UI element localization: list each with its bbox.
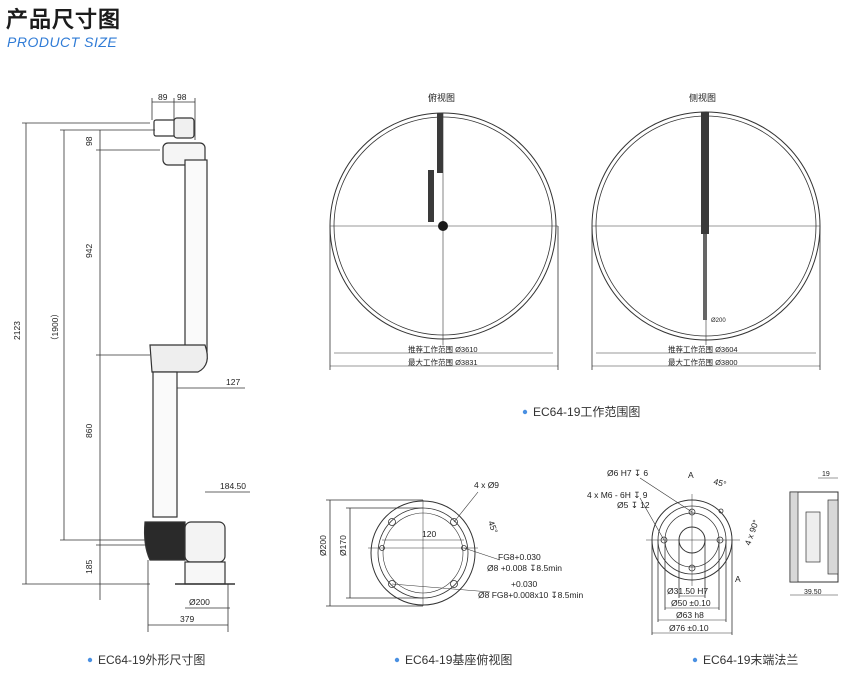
work-range-caption: EC64-19工作范围图 bbox=[533, 405, 640, 419]
base-top-view-drawing bbox=[326, 491, 501, 607]
dim-185: 185 bbox=[84, 560, 94, 574]
bullet-work bbox=[522, 409, 528, 415]
base-span: 120 bbox=[422, 529, 436, 539]
bullet-base bbox=[394, 657, 400, 663]
base-fit1b: Ø8 +0.008 ↧8.5min bbox=[487, 563, 562, 573]
dim-127: 127 bbox=[226, 377, 240, 387]
flange-front-drawing bbox=[639, 477, 740, 635]
base-caption: EC64-19基座俯视图 bbox=[405, 652, 512, 667]
dim-98-top: 98 bbox=[177, 92, 187, 102]
page-subtitle: PRODUCT SIZE bbox=[7, 34, 118, 50]
robot-outline-drawing bbox=[22, 98, 250, 632]
dim-379: 379 bbox=[180, 614, 194, 624]
side-view-max-range: 最大工作范围 Ø3800 bbox=[668, 357, 738, 367]
flange-d2: Ø50 ±0.10 bbox=[671, 598, 711, 608]
flange-angle: 45° bbox=[712, 476, 727, 489]
dim-184-50: 184.50 bbox=[220, 481, 246, 491]
flange-h7: Ø6 H7 ↧ 6 bbox=[607, 468, 648, 478]
base-fit2a: +0.030 bbox=[511, 579, 538, 589]
flange-d3: Ø63 h8 bbox=[676, 610, 704, 620]
flange-pcd: 4 x 90° bbox=[742, 518, 760, 546]
top-view-title: 俯视图 bbox=[428, 92, 455, 103]
flange-d1: Ø31.50 H7 bbox=[667, 586, 708, 596]
dim-942: 942 bbox=[84, 244, 94, 258]
top-view-max-range: 最大工作范围 Ø3831 bbox=[408, 357, 478, 367]
flange-caption: EC64-19末端法兰 bbox=[703, 653, 798, 667]
base-holes: 4 x Ø9 bbox=[474, 480, 499, 490]
dim-1900: （1900） bbox=[50, 309, 60, 345]
base-angle: 45° bbox=[486, 519, 500, 535]
flange-d4: Ø76 ±0.10 bbox=[669, 623, 709, 633]
base-inner-dia: Ø170 bbox=[338, 535, 348, 556]
bullet-flange bbox=[692, 657, 698, 663]
flange-d5: Ø5 ↧ 12 bbox=[617, 500, 650, 510]
base-fit2b: Ø8 FG8+0.008x10 ↧8.5min bbox=[478, 590, 583, 600]
dim-200: Ø200 bbox=[189, 597, 210, 607]
flange-side-section bbox=[789, 477, 839, 596]
top-view-recommended-range: 推荐工作范围 Ø3610 bbox=[408, 344, 478, 354]
page-title: 产品尺寸图 bbox=[6, 7, 122, 32]
dim-98-side: 98 bbox=[84, 136, 94, 146]
bullet-outline bbox=[87, 657, 93, 663]
dim-89: 89 bbox=[158, 92, 168, 102]
flange-m6: 4 x M6 - 6H ↧ 9 bbox=[587, 490, 648, 500]
side-view-base-dia: Ø200 bbox=[711, 318, 726, 324]
flange-a-top: A bbox=[688, 470, 694, 480]
outline-caption: EC64-19外形尺寸图 bbox=[98, 653, 205, 667]
side-view-drawing bbox=[591, 111, 821, 370]
top-view-drawing bbox=[329, 112, 559, 370]
dim-2123: 2123 bbox=[12, 321, 22, 340]
flange-side-39-50: 39.50 bbox=[804, 589, 822, 596]
base-fit1: FG8+0.030 bbox=[498, 552, 541, 562]
base-outer-dia: Ø200 bbox=[318, 535, 328, 556]
side-view-recommended-range: 推荐工作范围 Ø3604 bbox=[668, 344, 738, 354]
flange-side-19: 19 bbox=[822, 471, 830, 478]
side-view-title: 侧视图 bbox=[689, 92, 716, 103]
dim-860: 860 bbox=[84, 424, 94, 438]
flange-a-bottom: A bbox=[735, 574, 741, 584]
